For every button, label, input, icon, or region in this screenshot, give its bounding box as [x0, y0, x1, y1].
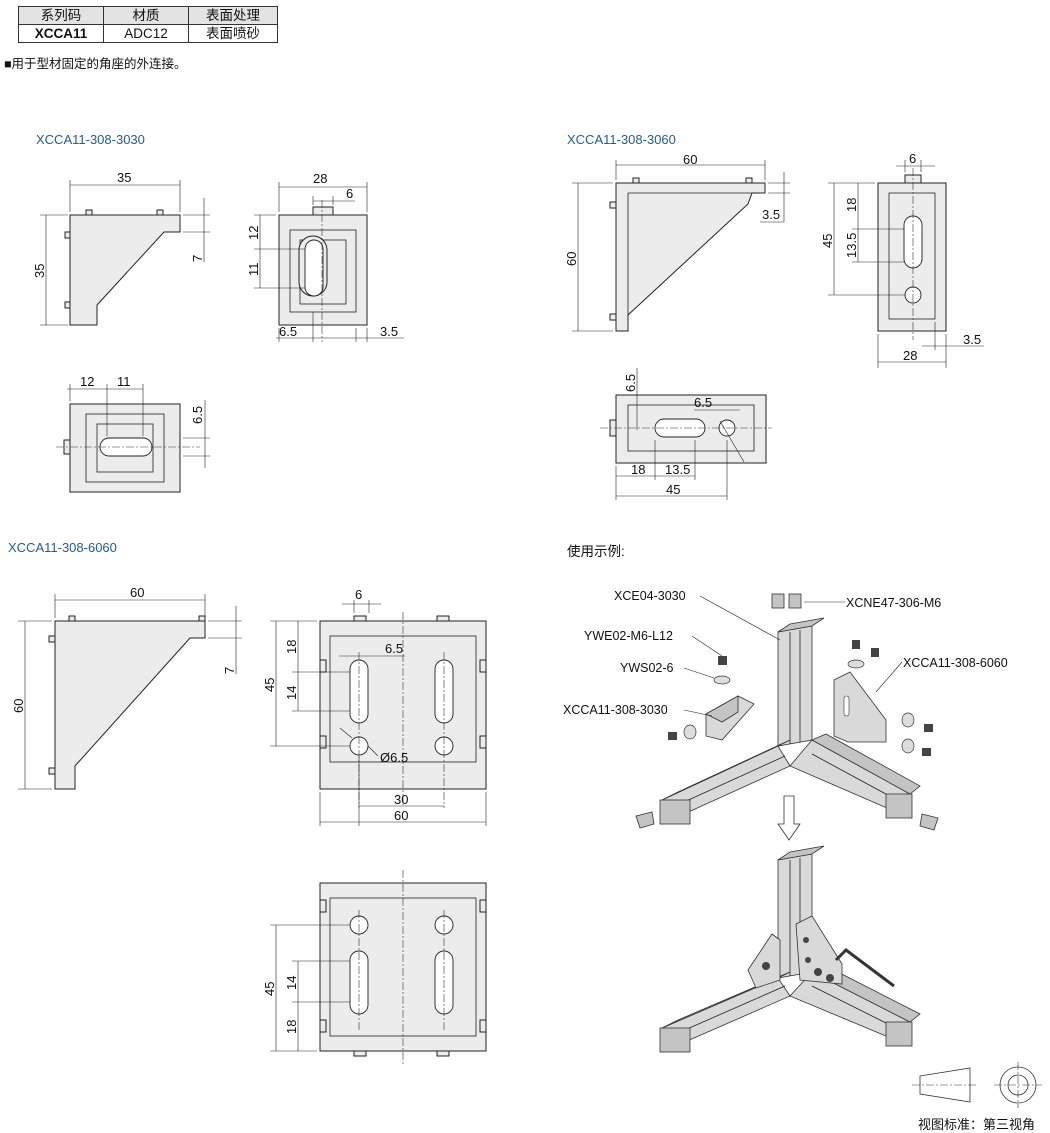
label-xcne: XCNE47-306-M6 [846, 596, 941, 610]
drawing-3060-front: 6 45 18 13.5 28 3.5 [820, 151, 984, 368]
dim-6060-14: 14 [284, 686, 299, 700]
dim-3060-slot-w: 6 [909, 151, 916, 166]
dim-6060-65: 6.5 [385, 641, 403, 656]
dim-3060-18: 18 [844, 198, 859, 212]
dim-6060-45: 45 [262, 678, 277, 692]
dim-6060-slot-w: 6 [355, 587, 362, 602]
dim-3060-28: 28 [903, 348, 917, 363]
dim-3030-thick: 7 [190, 255, 205, 262]
dim-3030-12: 12 [246, 226, 261, 240]
dim-6060-bottom-45: 45 [262, 982, 277, 996]
dim-3060-top-65a: 6.5 [623, 374, 638, 392]
dim-6060-thick: 7 [222, 667, 237, 674]
model-title-6060: XCCA11-308-6060 [8, 540, 117, 555]
header-series: 系列码 [18, 6, 104, 25]
model-title-3030: XCCA11-308-3030 [36, 132, 145, 147]
usage-note: ■用于型材固定的角座的外连接。 [4, 57, 187, 71]
header-material: 材质 [103, 6, 189, 25]
drawing-6060-front: 6 6.5 45 18 14 Ø6.5 30 60 [262, 587, 487, 826]
dim-3030-35: 3.5 [380, 324, 398, 339]
drawing-3030-side: 35 35 7 [32, 170, 210, 326]
dim-3030-top-11: 11 [117, 374, 131, 389]
cell-material: ADC12 [103, 24, 189, 43]
model-title-3060: XCCA11-308-3060 [567, 132, 676, 147]
drawing-3030-front: 28 6 12 11 6.5 3.5 [246, 171, 404, 342]
label-xcca-3030: XCCA11-308-3030 [563, 703, 668, 717]
drawing-3060-side: 60 60 3.5 [564, 152, 790, 332]
dim-3060-width: 60 [683, 152, 697, 167]
dim-6060-30: 30 [394, 792, 408, 807]
spec-table-header: 系列码 材质 表面处理 [18, 6, 278, 25]
usage-assembled-view [659, 845, 921, 1053]
label-xce: XCE04-3030 [614, 589, 686, 603]
dim-3030-front-w: 28 [313, 171, 327, 186]
down-arrow-icon [777, 795, 801, 841]
dim-3060-thick: 3.5 [762, 207, 780, 222]
dim-6060-bottom-14: 14 [284, 976, 299, 990]
dim-3030-top-65: 6.5 [190, 406, 205, 424]
dim-6060-18: 18 [284, 640, 299, 654]
dim-3030-65: 6.5 [279, 324, 297, 339]
usage-exploded-view: XCE04-3030 XCNE47-306-M6 YWE02-M6-L12 YW… [563, 589, 1008, 841]
dim-6060-bottom-18: 18 [284, 1020, 299, 1034]
drawing-3030-top: 12 11 6.5 [56, 374, 210, 493]
spec-table-row: XCCA11 ADC12 表面喷砂 [18, 24, 278, 43]
dim-3060-35: 3.5 [963, 332, 981, 347]
dim-6060-hole: Ø6.5 [380, 750, 408, 765]
dim-3030-width: 35 [117, 170, 131, 185]
cell-series: XCCA11 [18, 24, 104, 43]
header-surface: 表面处理 [188, 6, 278, 25]
dim-3060-45: 45 [820, 234, 835, 248]
label-ywe: YWE02-M6-L12 [584, 629, 673, 643]
dim-3030-height: 35 [32, 264, 47, 278]
dim-6060-width: 60 [130, 585, 144, 600]
projection-symbol-icon [912, 1062, 1042, 1108]
usage-example-title: 使用示例: [567, 544, 625, 559]
label-yws: YWS02-6 [620, 661, 674, 675]
spec-table: 系列码 材质 表面处理 XCCA11 ADC12 表面喷砂 [18, 6, 278, 43]
dim-3060-height: 60 [564, 252, 579, 266]
dim-3030-slot-w: 6 [346, 186, 353, 201]
dim-3060-top-135: 13.5 [665, 462, 690, 477]
drawing-6060-side: 60 60 7 [11, 585, 242, 790]
dim-6060-60: 60 [394, 808, 408, 823]
label-xcca-6060: XCCA11-308-6060 [903, 656, 1008, 670]
dim-3060-top-65b: 6.5 [694, 395, 712, 410]
drawing-3060-top: 6.5 6.5 18 13.5 45 [600, 368, 772, 500]
dim-3060-top-18: 18 [631, 462, 645, 477]
cell-surface: 表面喷砂 [188, 24, 278, 43]
dim-6060-height: 60 [11, 699, 26, 713]
dim-3030-11: 11 [246, 263, 261, 277]
drawing-6060-bottom: 45 14 18 [262, 870, 487, 1066]
dim-3030-top-12: 12 [80, 374, 94, 389]
dim-3060-135: 13.5 [844, 233, 859, 258]
view-standard-label: 视图标准：第三视角 [918, 1117, 1036, 1132]
dim-3060-top-45: 45 [666, 482, 680, 497]
